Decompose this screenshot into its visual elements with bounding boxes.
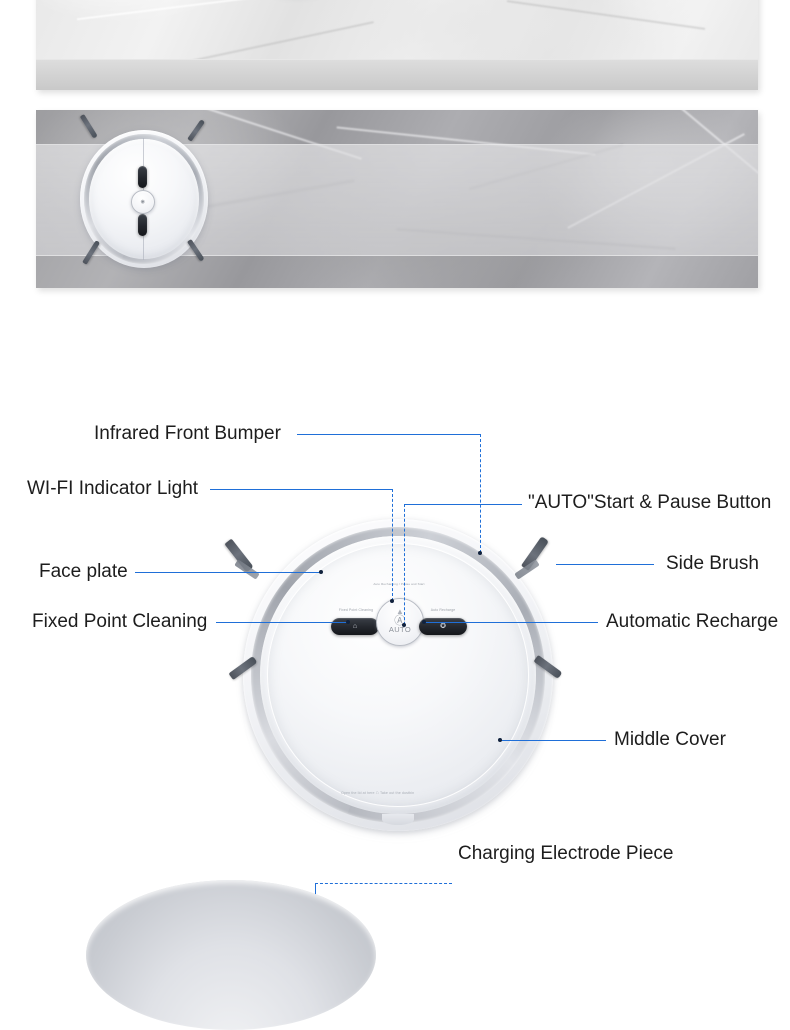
fixed-point-cleaning-button[interactable]: ⌂ (331, 618, 379, 635)
leader-side-brush (556, 564, 654, 566)
dark-marble-floor-panel: ◉ (36, 110, 758, 288)
callout-label-face-plate: Face plate (39, 561, 128, 582)
anchor-fixed-point (346, 620, 350, 624)
anchor-auto (402, 623, 406, 627)
anchor-auto-recharge (422, 620, 426, 624)
spot-clean-icon: ⌂ (352, 623, 358, 630)
light-marble-floor-panel (36, 0, 758, 90)
leader-infrared-bumper-h (297, 434, 480, 436)
callout-label-automatic-recharge: Automatic Recharge (606, 611, 779, 632)
right-button-caption: Auto Recharge (430, 608, 456, 612)
callout-label-fixed-point-cleaning: Fixed Point Cleaning (32, 611, 208, 632)
automatic-recharge-button[interactable]: ✪ (419, 618, 467, 635)
anchor-wifi (390, 599, 394, 603)
auto-button-text: AUTO (388, 625, 412, 634)
callout-label-middle-cover: Middle Cover (614, 729, 726, 750)
leader-fixed-point (216, 622, 348, 624)
robot-vacuum-photo-2: ◉ (80, 130, 210, 268)
tile-seam (36, 59, 758, 90)
leader-wifi-v (392, 489, 393, 601)
leader-auto-h (404, 504, 522, 506)
leader-auto-v (404, 504, 405, 625)
anchor-infrared-bumper (478, 551, 482, 555)
leader-charging-electrode-h (315, 883, 452, 884)
callout-label-side-brush: Side Brush (666, 553, 759, 574)
robot-vacuum-underside-partial (86, 880, 376, 1030)
robot-vacuum-top-view: ⌂ Fixed Point Cleaning ▲ Ⓐ AUTO Auto Rec… (237, 519, 559, 835)
center-caption: Auto Recharging / Pause and Start (373, 582, 425, 586)
home-dock-icon: ✪ (440, 623, 446, 630)
leader-wifi-h (210, 489, 392, 491)
anchor-face-plate (319, 570, 323, 574)
wifi-icon: ▲ (396, 607, 404, 616)
callout-label-charging-electrode-piece: Charging Electrode Piece (458, 843, 674, 864)
auto-start-pause-button[interactable]: ▲ Ⓐ AUTO (376, 598, 424, 646)
anchor-middle-cover (498, 738, 502, 742)
leader-middle-cover (500, 740, 606, 742)
callout-label-infrared-front-bumper: Infrared Front Bumper (94, 423, 281, 444)
lid-notch (382, 814, 414, 825)
auto-glyph: Ⓐ (394, 615, 406, 627)
leader-auto-recharge (424, 622, 598, 624)
callout-label-wifi-indicator-light: WI-FI Indicator Light (27, 478, 199, 499)
lid-note: Open the lid at here ☖ Take out the dust… (341, 791, 415, 795)
leader-infrared-bumper-v (480, 434, 481, 553)
leader-face-plate (135, 572, 321, 574)
callout-label-auto-start-pause-button: "AUTO"Start & Pause Button (528, 492, 772, 513)
product-detail-page: ◉ ⌂ Fixed Point Cleaning ▲ Ⓐ AUTO Auto R… (27, 0, 779, 1030)
left-button-caption: Fixed Point Cleaning (338, 608, 374, 612)
